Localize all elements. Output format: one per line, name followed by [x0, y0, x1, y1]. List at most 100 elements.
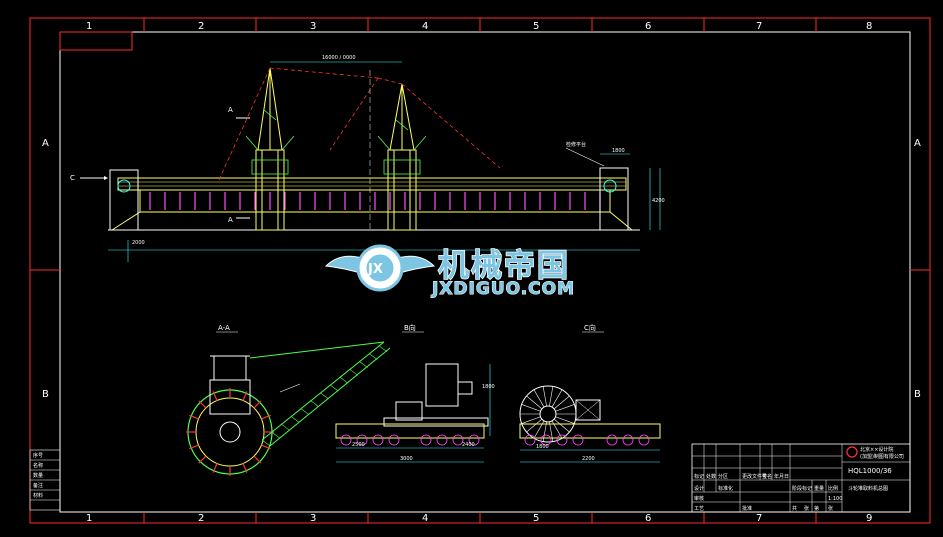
dim-value: 1800 [482, 384, 495, 390]
title-cell: 签名 [762, 473, 772, 480]
col-label: 6 [645, 513, 651, 524]
drawing-line [300, 408, 310, 415]
title-cell: 标准化 [718, 485, 733, 492]
section-mark-a: A [228, 216, 233, 224]
side-table-cell: 名称 [33, 462, 43, 469]
dim-value: 4200 [652, 198, 665, 204]
dim-value: 2000 [132, 240, 145, 246]
title-cell: 标记 [694, 473, 704, 480]
title-cell: 阶段标记 [792, 485, 812, 492]
drawing-line [310, 400, 319, 408]
wheel [452, 434, 464, 446]
title-cell: 处数 [706, 473, 716, 480]
drawing-line [291, 416, 300, 423]
drawing-line [253, 455, 262, 464]
title-cell: 张 [828, 505, 833, 512]
company-line2: (加盟)制图有限公司 [860, 453, 904, 460]
col-label: 4 [422, 21, 428, 32]
view-title-c: C向 [584, 323, 596, 332]
row-label: A [914, 138, 921, 149]
wheel [606, 434, 618, 446]
view-b: B向 2500 3000 1800 2400 [335, 323, 495, 463]
title-cell: 重量 [814, 485, 824, 492]
drawing-line [526, 395, 543, 410]
wheel [372, 434, 384, 446]
wheel [388, 434, 400, 446]
company-line1: 北京××设计院 [860, 446, 893, 453]
col-label: 2 [198, 21, 204, 32]
drawing-line [261, 414, 271, 420]
callout-label: 检修平台 [566, 141, 586, 148]
wheel [420, 434, 432, 446]
wheel [468, 434, 480, 446]
col-label: 5 [533, 513, 539, 524]
col-label: 4 [422, 513, 428, 524]
col-label: 5 [533, 21, 539, 32]
wheel [436, 434, 448, 446]
col-label: 2 [198, 513, 204, 524]
dim-value: 2200 [582, 456, 595, 462]
col-label: 3 [310, 21, 316, 32]
watermark-logo: JX [367, 262, 383, 277]
drawing-line [212, 391, 218, 401]
dim-value: 2400 [462, 442, 475, 448]
wheel [622, 434, 634, 446]
wheel [572, 434, 584, 446]
drawing-line [281, 424, 290, 431]
drawing-line [253, 400, 262, 409]
title-cell: 第 [814, 505, 819, 512]
title-cell: 审核 [694, 495, 704, 502]
title-cell: 更改文件号 [742, 473, 767, 480]
view-aa-bucket-wheel: A-A [186, 324, 391, 476]
drawing-line [359, 361, 368, 368]
drawing-line [320, 392, 329, 400]
wheel [556, 434, 568, 446]
title-cell: 设计 [694, 485, 704, 492]
view-title-b: B向 [404, 323, 416, 332]
watermark-en: JXDIGUO.COM [431, 279, 575, 299]
title-cell: 批准 [742, 505, 752, 512]
drawing-line [533, 389, 545, 408]
col-label: 6 [645, 21, 651, 32]
drawing-line [551, 389, 563, 408]
side-table-cell: 序号 [33, 452, 43, 459]
col-label: 3 [310, 513, 316, 524]
drawing-line [339, 377, 349, 384]
col-label: 9 [866, 513, 872, 524]
drawing-line [242, 463, 248, 473]
dim-value: 1800 [612, 148, 625, 154]
dim-value: 3000 [400, 456, 413, 462]
col-label: 1 [86, 21, 92, 32]
scale-value: 1:100 [828, 496, 842, 502]
drawing-line [526, 418, 543, 433]
title-cell: 张 [804, 505, 809, 512]
drawing-line [189, 444, 199, 450]
row-label: B [914, 389, 921, 400]
drawing-line [189, 414, 199, 420]
side-table-cell: 数量 [33, 472, 43, 479]
title-block: 标记 处数 分区 更改文件号 签名 年月日 设计 标准化 阶段标记 重量 比例 … [691, 443, 911, 513]
grid-column-labels: 1 2 3 4 5 6 7 8 1 2 3 4 5 6 7 9 [86, 21, 872, 524]
drawing-line [242, 391, 248, 401]
row-label: B [42, 389, 49, 400]
drawing-line [555, 404, 575, 412]
title-cell: 比例 [828, 485, 838, 492]
wheel [524, 434, 536, 446]
drawing-line [198, 400, 207, 409]
title-cell: 年月日 [774, 473, 789, 480]
drawing-title: 斗轮堆取料机总图 [848, 485, 888, 492]
side-table-cell: 备注 [33, 482, 43, 489]
drawing-line [261, 444, 271, 450]
view-title-aa: A-A [218, 324, 230, 332]
side-table: 序号 名称 数量 备注 材料 [29, 449, 61, 511]
drawing-line [212, 463, 218, 473]
view-c: C向 1800 2200 [519, 323, 661, 463]
dim-value: 2500 [352, 442, 365, 448]
col-label: 1 [86, 513, 92, 524]
drawing-line [369, 353, 378, 361]
grid-row-labels: A B A B [42, 138, 921, 400]
section-mark-a: A [228, 106, 233, 114]
col-label: 7 [756, 513, 762, 524]
drawing-line [549, 386, 554, 407]
